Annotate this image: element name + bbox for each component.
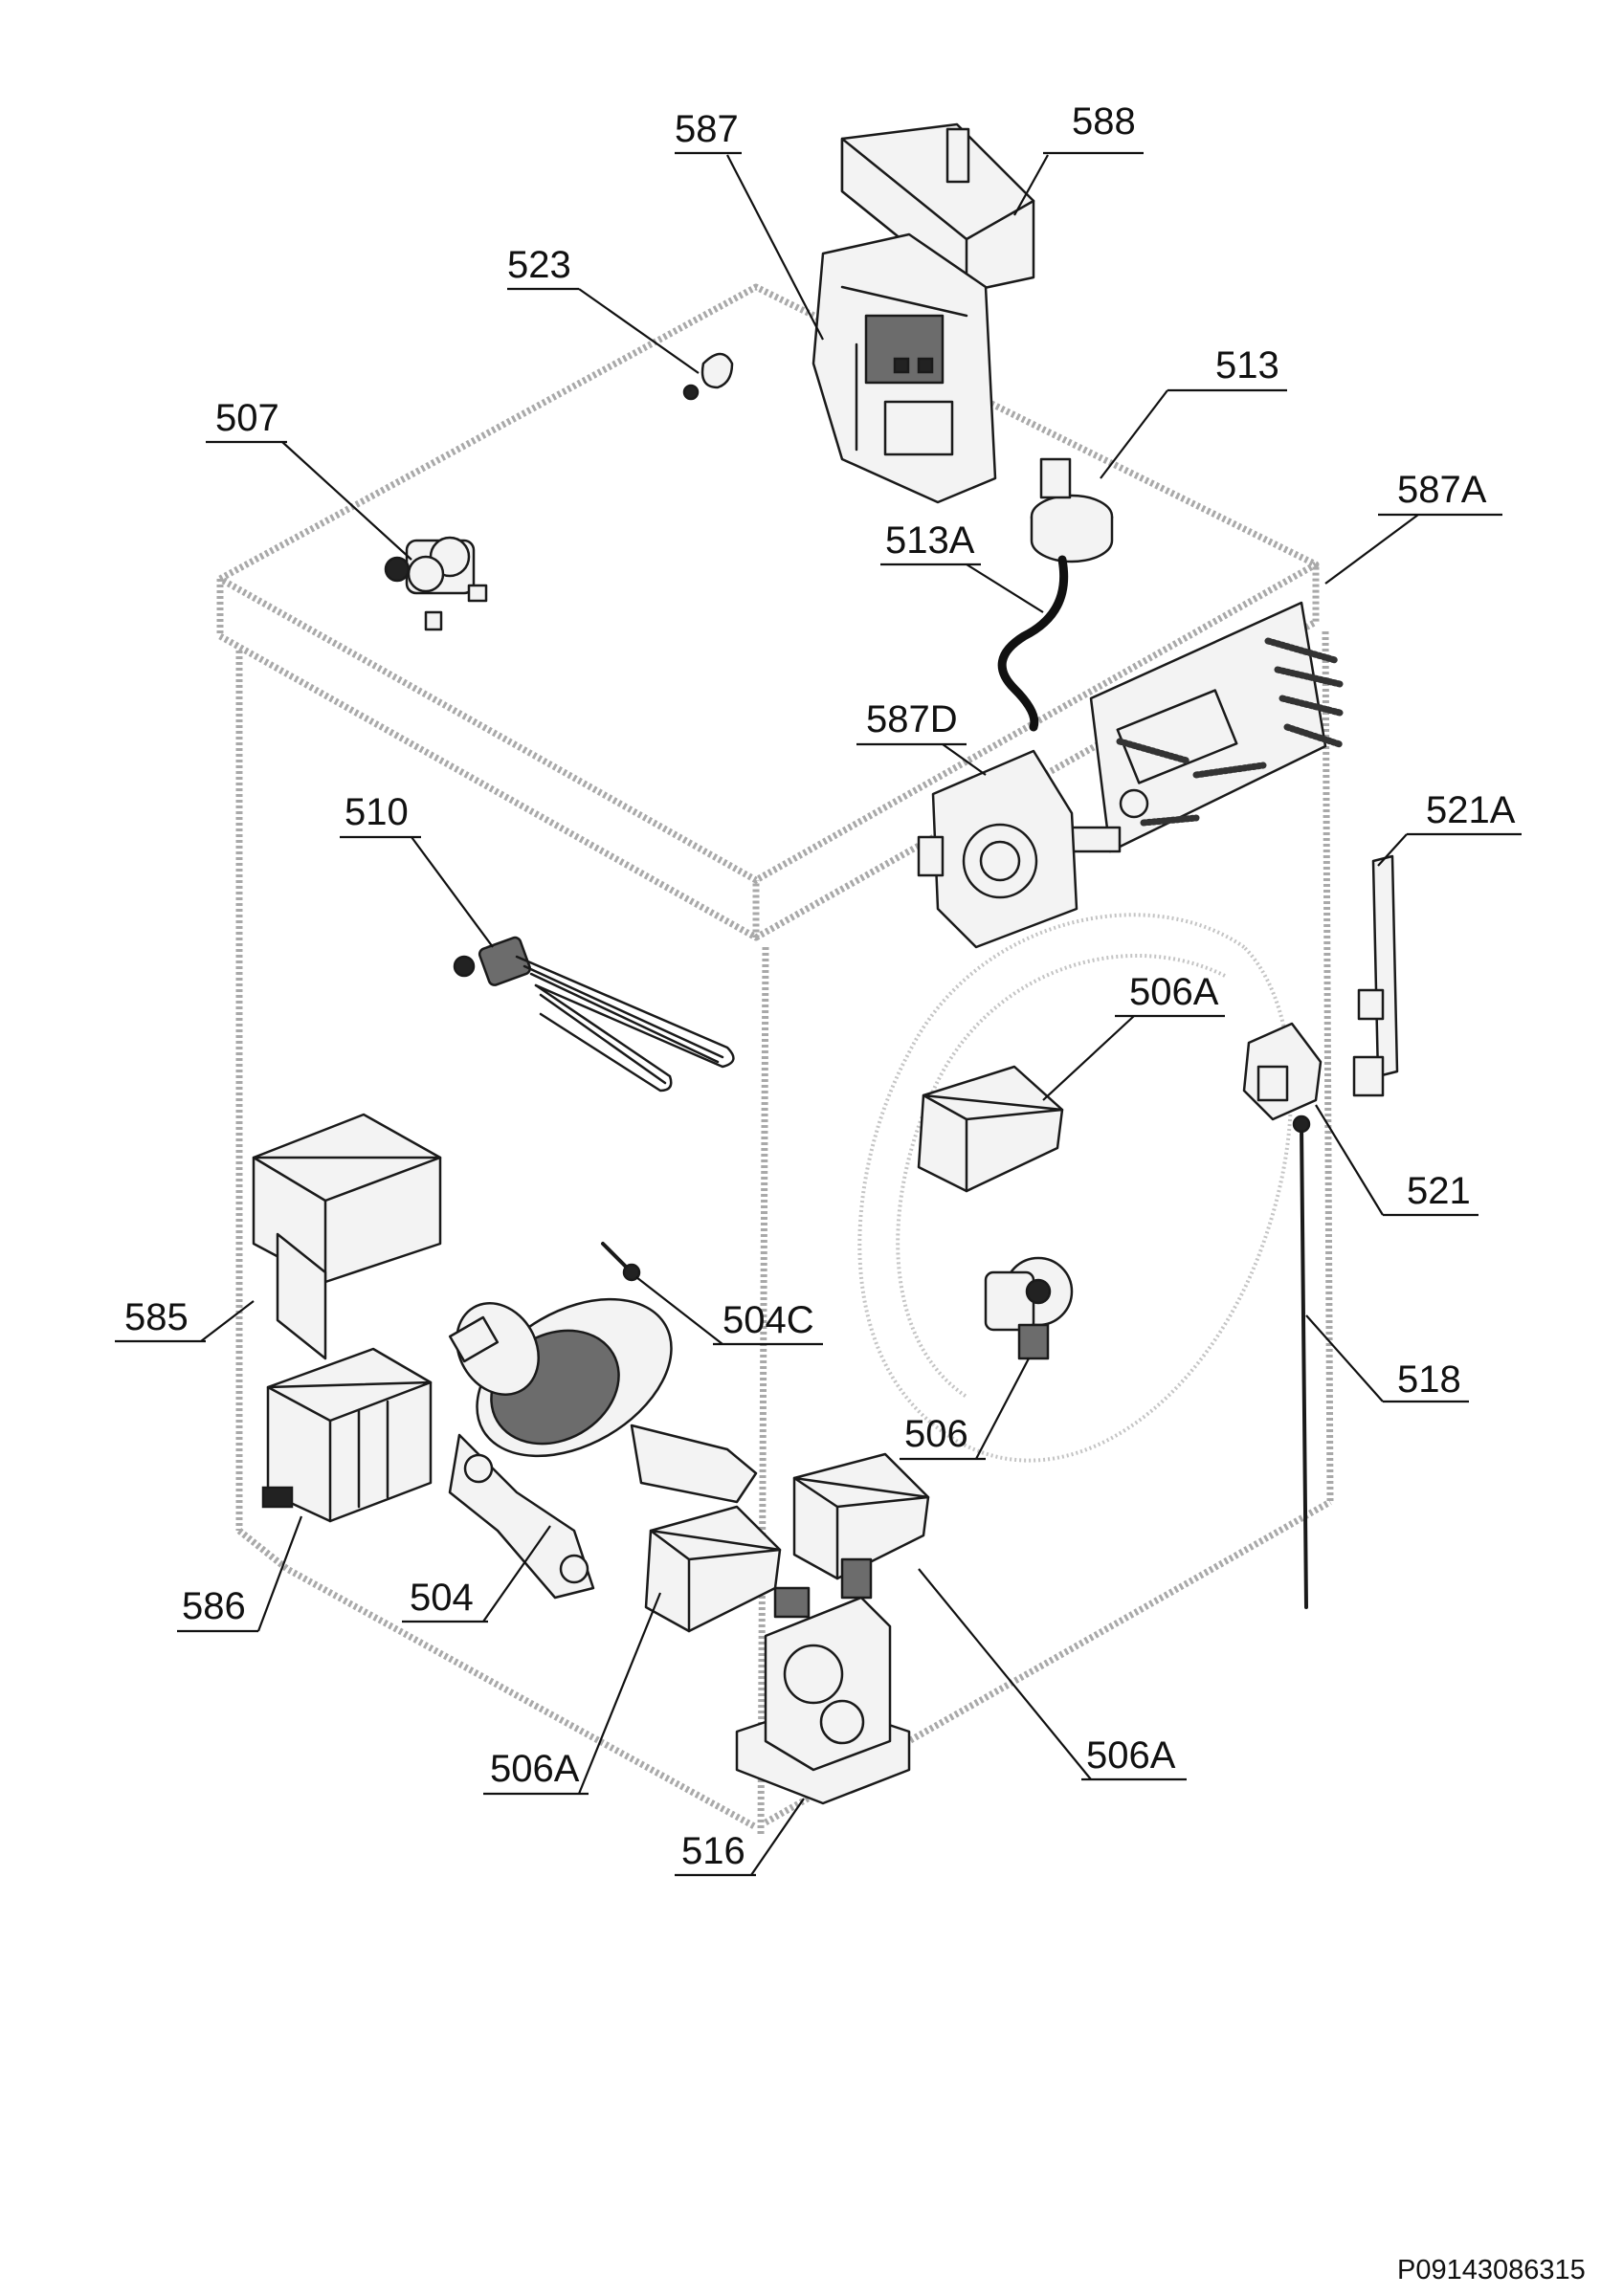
part-521a-hinge-bracket	[1352, 854, 1399, 1097]
part-506a-left-cover	[644, 1505, 782, 1633]
label-506a-left: 506A	[483, 1748, 589, 1796]
label-513-text: 513	[1215, 344, 1279, 386]
part-587a-display-board	[1070, 601, 1344, 853]
label-585-text: 585	[124, 1296, 189, 1338]
label-588: 588	[1043, 100, 1144, 155]
label-587: 587	[675, 108, 742, 155]
part-506-drain-pump	[984, 1256, 1074, 1360]
label-516: 516	[675, 1830, 756, 1877]
label-587d-text: 587D	[866, 698, 958, 740]
label-587a: 587A	[1378, 469, 1502, 517]
part-510-heater	[453, 936, 735, 1093]
leader-lines	[200, 154, 1419, 1876]
label-523-text: 523	[507, 244, 571, 286]
part-516-pump-assembly	[735, 1557, 911, 1805]
part-504c-screw	[601, 1242, 641, 1282]
label-585: 585	[115, 1296, 206, 1343]
label-516-text: 516	[681, 1830, 745, 1872]
part-587d-program-selector	[917, 749, 1078, 949]
label-523: 523	[507, 244, 579, 291]
label-518: 518	[1383, 1358, 1469, 1403]
part-585-cover	[252, 1113, 442, 1360]
label-510-text: 510	[345, 791, 409, 833]
part-518-rod	[1292, 1115, 1311, 1609]
part-504-motor	[448, 1297, 758, 1600]
label-586: 586	[177, 1585, 258, 1633]
label-506a-right-text: 506A	[1086, 1734, 1176, 1777]
label-513a: 513A	[880, 519, 981, 566]
label-521a: 521A	[1407, 789, 1522, 836]
label-506-text: 506	[904, 1413, 968, 1455]
part-587-control-board	[812, 232, 997, 504]
label-588-text: 588	[1072, 100, 1136, 143]
label-513a-text: 513A	[885, 519, 975, 562]
label-506: 506	[900, 1413, 986, 1461]
reference-code: P09143086315	[1397, 2255, 1586, 2285]
part-506a-upper-cover	[917, 1065, 1064, 1193]
label-586-text: 586	[182, 1585, 246, 1627]
label-587a-text: 587A	[1397, 469, 1487, 511]
part-513-pressure-switch	[997, 457, 1114, 732]
label-513: 513	[1167, 344, 1287, 392]
part-586-filter	[261, 1347, 433, 1523]
part-506a-right-cover	[792, 1452, 930, 1580]
label-587-text: 587	[675, 108, 739, 150]
part-labels: 587 588 523 513 507 587A 513A 587D	[115, 100, 1522, 1877]
label-504-text: 504	[410, 1577, 474, 1619]
label-504: 504	[402, 1577, 488, 1623]
label-506a-upper-text: 506A	[1129, 971, 1219, 1013]
label-518-text: 518	[1397, 1358, 1461, 1401]
label-521-text: 521	[1407, 1170, 1471, 1212]
label-521: 521	[1383, 1170, 1478, 1217]
part-507-inlet-valve	[384, 536, 488, 631]
label-504c-text: 504C	[723, 1299, 814, 1341]
part-521-door-lock	[1242, 1022, 1323, 1121]
label-507: 507	[206, 397, 287, 444]
label-510: 510	[340, 791, 421, 839]
part-523-clip	[682, 352, 734, 401]
label-504c: 504C	[713, 1299, 823, 1346]
label-587d: 587D	[856, 698, 967, 746]
label-506a-left-text: 506A	[490, 1748, 580, 1790]
label-506a-upper: 506A	[1115, 971, 1225, 1018]
label-507-text: 507	[215, 397, 279, 439]
label-506a-right: 506A	[1081, 1734, 1187, 1781]
label-521a-text: 521A	[1426, 789, 1516, 831]
